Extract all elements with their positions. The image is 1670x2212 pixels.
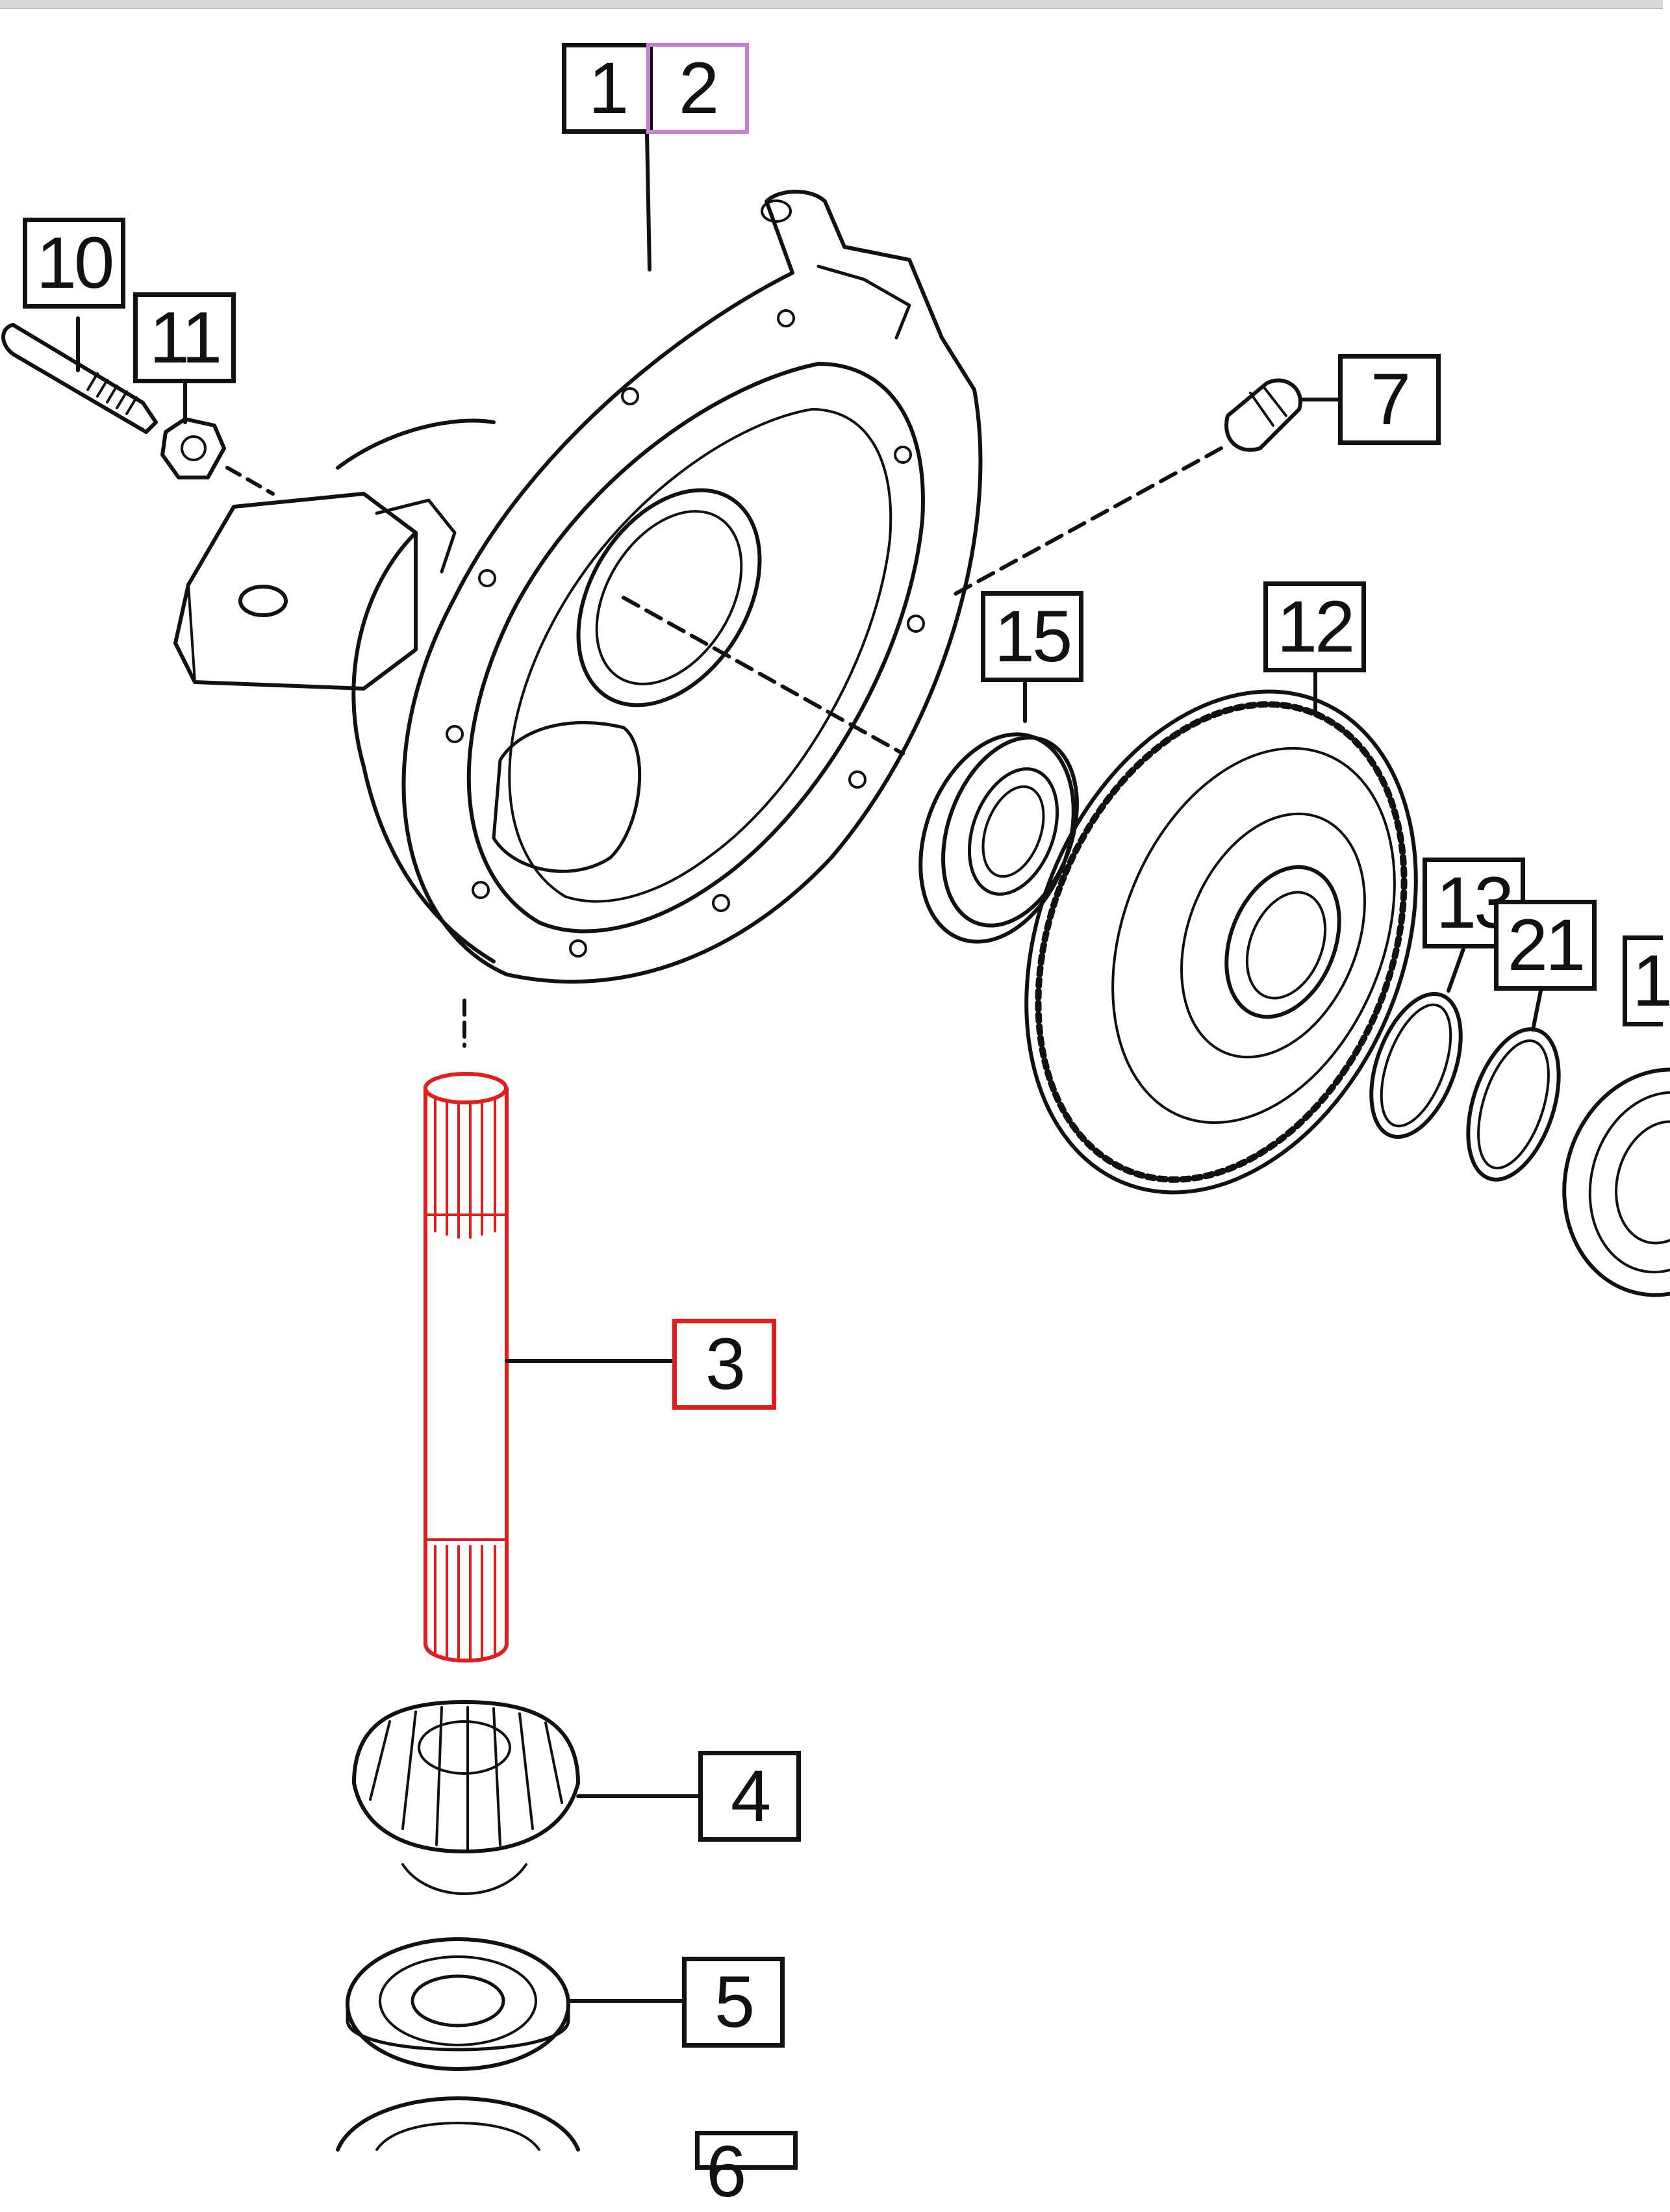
callout-12[interactable]: 12: [1263, 581, 1366, 672]
callout-15[interactable]: 15: [981, 591, 1083, 682]
callout-2[interactable]: 2: [646, 43, 749, 134]
leader-1-2: [645, 131, 652, 272]
axis-bolt: [225, 466, 275, 496]
part-10-bolt[interactable]: [1, 323, 158, 434]
part-7-plug[interactable]: [1224, 378, 1302, 452]
part-13-snap-ring[interactable]: [1354, 982, 1478, 1149]
part-6-seal[interactable]: [336, 2096, 580, 2152]
leader-13: [1447, 943, 1467, 993]
callout-1[interactable]: 1: [562, 43, 653, 134]
callout-11[interactable]: 11: [133, 292, 236, 383]
part-11-nut[interactable]: [160, 417, 226, 479]
callout-1-clipped[interactable]: 1: [1623, 935, 1670, 1026]
axis-main: [622, 596, 905, 756]
callout-4[interactable]: 4: [698, 1751, 801, 1842]
part-21-washer[interactable]: [1451, 1018, 1576, 1191]
window-top-edge: [0, 0, 1663, 9]
exploded-parts-diagram: [1, 131, 1670, 2152]
callout-6[interactable]: 6: [695, 2131, 798, 2208]
part-1-bearing-clipped[interactable]: [1539, 1047, 1670, 1317]
callout-5[interactable]: 5: [682, 1957, 785, 2048]
callout-7[interactable]: 7: [1338, 354, 1441, 445]
part-15-bearing[interactable]: [893, 713, 1101, 963]
callout-10[interactable]: 10: [23, 218, 125, 309]
part-12-ring-gear[interactable]: [955, 633, 1487, 1251]
axis-plug: [946, 446, 1223, 600]
callout-21[interactable]: 21: [1494, 900, 1597, 991]
part-4-pinion-gear[interactable]: [352, 1700, 580, 1895]
callout-3[interactable]: 3: [672, 1319, 776, 1410]
part-5-bearing[interactable]: [346, 1937, 570, 2071]
part-1-housing[interactable]: [173, 190, 983, 984]
part-3-shaft[interactable]: [424, 1072, 509, 1663]
